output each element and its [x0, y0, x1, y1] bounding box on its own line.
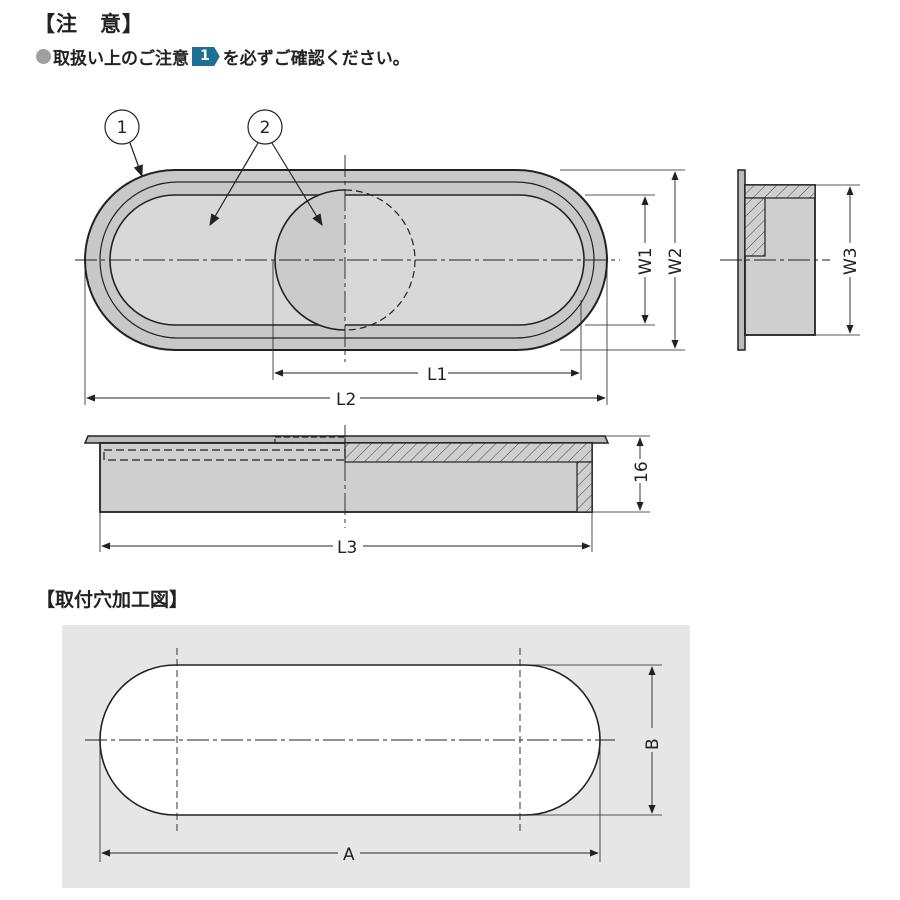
dim-a: A [343, 845, 355, 865]
cutout-title: 【取付穴加工図】 [36, 589, 189, 611]
note-prefix: 取扱い上のご注意 [53, 49, 189, 69]
dim-w1: W1 [636, 247, 656, 275]
dim-l3: L3 [337, 538, 357, 558]
dim-l2: L2 [336, 390, 356, 410]
dim-l1: L1 [427, 365, 447, 385]
front-section-view [83, 425, 650, 552]
callout-2: 2 [260, 118, 271, 138]
cutout-view [62, 625, 690, 888]
dim-w3: W3 [841, 247, 861, 275]
note-suffix: を必ずご確認ください。 [222, 49, 410, 69]
callout-1: 1 [117, 118, 128, 138]
dim-w2: W2 [666, 247, 686, 275]
bullet-icon [36, 49, 51, 64]
dim-b: B [643, 738, 663, 750]
caution-title: 【注 意】 [34, 12, 144, 36]
top-view [75, 109, 685, 405]
side-view [720, 169, 860, 351]
caution-note: 取扱い上のご注意 1 を必ずご確認ください。 [36, 44, 410, 69]
dim-height: 16 [632, 461, 652, 483]
caution-badge: 1 [192, 47, 220, 66]
